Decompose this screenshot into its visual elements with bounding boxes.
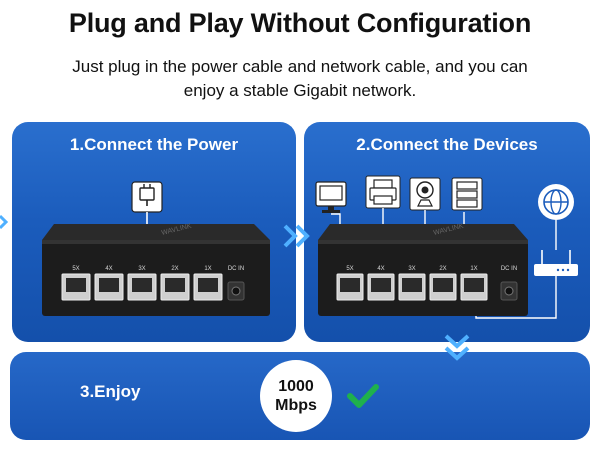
printer-icon bbox=[365, 175, 401, 209]
globe-icon bbox=[538, 184, 574, 220]
ethernet-ports-2 bbox=[336, 273, 488, 301]
port-label-4x: 4X bbox=[105, 266, 112, 272]
webcam-icon bbox=[409, 177, 441, 211]
step-title-power: 1.Connect the Power bbox=[69, 135, 239, 154]
server-icon bbox=[451, 177, 483, 211]
port-label-2x: 2X bbox=[171, 266, 178, 272]
speed-badge: 1000 Mbps bbox=[260, 360, 332, 432]
port-label-3x: 3X bbox=[138, 266, 145, 272]
desktop-computer-icon bbox=[315, 181, 347, 213]
power-plug-icon bbox=[131, 181, 163, 213]
step-title-enjoy: 3.Enjoy bbox=[80, 382, 141, 401]
port-label-dcin: DC IN bbox=[228, 266, 244, 272]
step-panel-enjoy: 3.Enjoy 1000 Mbps bbox=[10, 352, 590, 440]
page-subline: Just plug in the power cable and network… bbox=[72, 57, 528, 100]
step-panel-devices: 2.Connect the Devices bbox=[304, 122, 590, 342]
router-icon bbox=[534, 250, 578, 276]
port-label-5x-b: 5X bbox=[346, 266, 353, 272]
ethernet-ports bbox=[61, 273, 223, 301]
port-label-2x-b: 2X bbox=[439, 266, 446, 272]
port-label-3x-b: 3X bbox=[408, 266, 415, 272]
port-label-1x: 1X bbox=[204, 266, 211, 272]
speed-unit: Mbps bbox=[275, 397, 317, 414]
double-chevron-down-icon bbox=[444, 334, 470, 361]
page-headline: Plug and Play Without Configuration bbox=[68, 8, 532, 38]
step-panel-power: 1.Connect the Power WAVLINK 5X 4X 3X 2X bbox=[12, 122, 296, 342]
port-label-1x-b: 1X bbox=[470, 266, 477, 272]
step-title-devices: 2.Connect the Devices bbox=[356, 135, 538, 154]
port-label-4x-b: 4X bbox=[377, 266, 384, 272]
power-illustration: WAVLINK 5X 4X 3X 2X 1X DC IN bbox=[42, 181, 270, 316]
edge-chevron-icon bbox=[0, 214, 9, 230]
check-icon bbox=[347, 384, 379, 408]
port-label-dcin-b: DC IN bbox=[501, 266, 517, 272]
speed-value: 1000 bbox=[278, 378, 314, 395]
devices-illustration: WAVLINK 5X 4X 3X 2X 1X DC IN bbox=[315, 175, 578, 319]
port-label-5x: 5X bbox=[72, 266, 79, 272]
double-chevron-right-icon bbox=[283, 224, 310, 248]
